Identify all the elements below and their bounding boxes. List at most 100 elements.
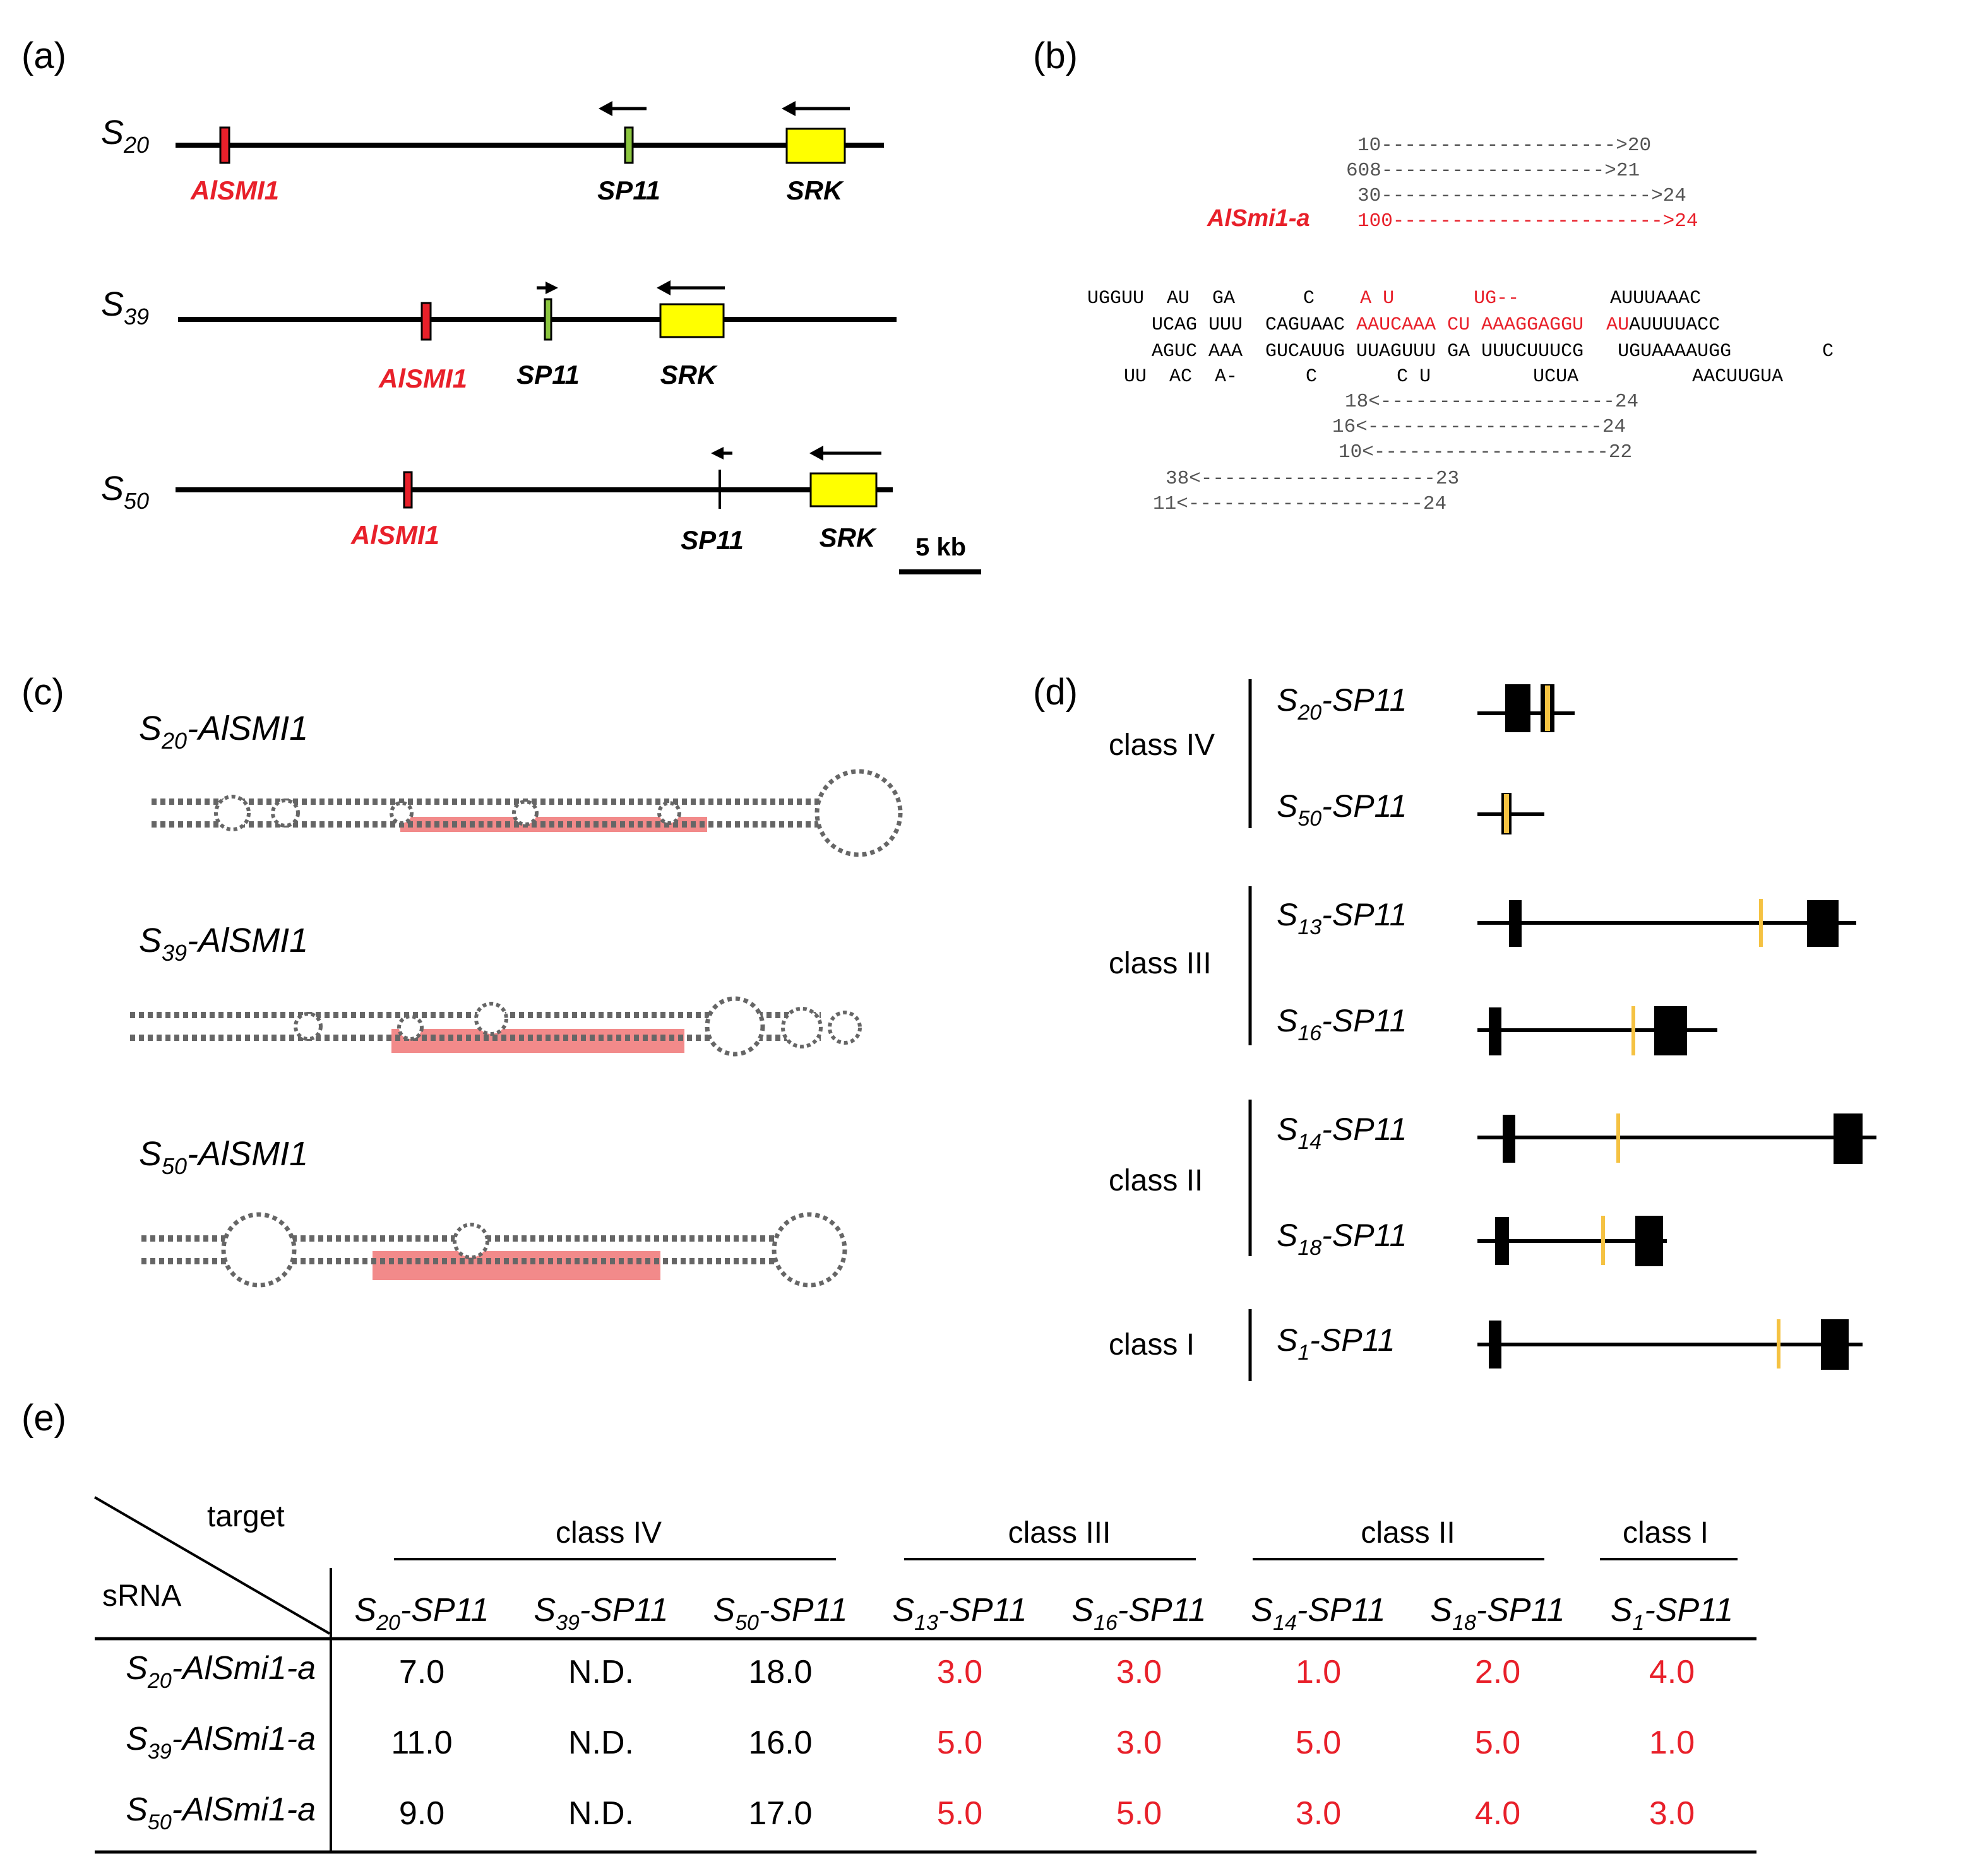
hairpin-structure-s20	[152, 769, 903, 857]
gene-model-s14	[1477, 1113, 1876, 1164]
gene-model-s13	[1477, 899, 1856, 947]
gene-model-s1	[1477, 1319, 1863, 1370]
panel-a: (a) S20 AlSMI1 SP11 SRK S39 AlSMI1 SP11 …	[21, 35, 981, 574]
class-label: class IV	[1109, 728, 1215, 762]
column-header: S20-SP11	[354, 1592, 489, 1635]
class-header: class IV	[556, 1516, 662, 1550]
table-cell: 17.0	[748, 1795, 812, 1832]
table-cell: 11.0	[391, 1725, 452, 1761]
scale-bar: 5 kb	[899, 533, 981, 574]
structure-title: S50-AlSMI1	[139, 1135, 308, 1179]
gene-label: S18-SP11	[1277, 1218, 1407, 1260]
table-cell: 3.0	[1116, 1654, 1162, 1690]
table-cell: 3.0	[1649, 1795, 1695, 1832]
row-header: S39-AlSmi1-a	[126, 1721, 316, 1764]
column-header: S18-SP11	[1430, 1592, 1565, 1635]
hairpin-structure-s50	[141, 1212, 847, 1288]
table-cell: 5.0	[1296, 1725, 1341, 1761]
row-header: S20-AlSmi1-a	[126, 1650, 316, 1693]
scale-bar-label: 5 kb	[915, 533, 966, 561]
table-cell: 5.0	[1475, 1725, 1520, 1761]
table-row: S20-AlSmi1-a 7.0 N.D. 18.0 3.0 3.0 1.0 2…	[126, 1650, 1695, 1693]
column-header: S16-SP11	[1071, 1592, 1206, 1635]
locus-row-s50: S50 AlSMI1 SP11 SRK	[101, 446, 893, 555]
haplotype-label: S39	[101, 285, 149, 329]
locus-row-s39: S39 AlSMI1 SP11 SRK	[101, 280, 897, 393]
sequence-line-4: UU AC A- C C U UCUA AACUUGUA	[1124, 366, 1783, 388]
read-arrow: 16<--------------------24	[1332, 416, 1626, 438]
row-header: S50-AlSmi1-a	[126, 1791, 316, 1834]
sp11-label: SP11	[597, 175, 660, 205]
class-header: class III	[1008, 1516, 1111, 1550]
table-cell: 4.0	[1475, 1795, 1520, 1832]
read-arrow: 10<--------------------22	[1339, 441, 1632, 463]
table-row: S39-AlSmi1-a 11.0 N.D. 16.0 5.0 3.0 5.0 …	[126, 1721, 1695, 1764]
read-arrow: 18<--------------------24	[1345, 391, 1638, 413]
table-cell: 18.0	[748, 1654, 812, 1690]
table-cell: 7.0	[399, 1654, 444, 1690]
gene-label: S13-SP11	[1277, 897, 1407, 939]
gene-model-s50	[1477, 793, 1544, 834]
sp11-arrow-right-icon	[537, 282, 558, 294]
sequence-line-3: AGUC AAA GUCAUUG UUAGUUU GA UUUCUUUCG UG…	[1152, 341, 1834, 362]
table-cell: 1.0	[1296, 1654, 1341, 1690]
column-header: S1-SP11	[1611, 1592, 1733, 1635]
panel-b: (b) 10-------------------->20 608-------…	[1033, 35, 1834, 515]
panel-e: (e) target sRNA class IV class III class…	[21, 1398, 1756, 1854]
srk-locus	[659, 303, 725, 338]
panel-a-label: (a)	[21, 35, 66, 76]
sp11-arrow-left-icon	[711, 447, 732, 460]
read-arrow: 608------------------->21	[1346, 160, 1640, 182]
table-cell: N.D.	[568, 1795, 634, 1832]
gene-label: S20-SP11	[1277, 682, 1407, 725]
column-header: S50-SP11	[713, 1592, 847, 1635]
class-label: class III	[1109, 947, 1212, 980]
table-cell: 2.0	[1475, 1654, 1520, 1690]
aismi1-label: AlSMI1	[378, 364, 467, 393]
aismi1-label: AlSMI1	[190, 175, 279, 205]
column-header: S13-SP11	[892, 1592, 1027, 1635]
table-cell: 5.0	[937, 1795, 982, 1832]
column-header-row: S20-SP11 S39-SP11 S50-SP11 S13-SP11 S16-…	[354, 1592, 1733, 1635]
sp11-label: SP11	[681, 525, 744, 555]
gene-label: S16-SP11	[1277, 1003, 1407, 1045]
table-cell: 5.0	[1116, 1795, 1162, 1832]
table-cell: 4.0	[1649, 1654, 1695, 1690]
table-cell: 3.0	[1116, 1725, 1162, 1761]
aismi1-locus	[403, 471, 413, 509]
gene-label: S50-SP11	[1277, 788, 1407, 831]
table-cell: 1.0	[1649, 1725, 1695, 1761]
read-arrow: 38<--------------------23	[1166, 468, 1459, 490]
read-arrow: 30----------------------->24	[1357, 185, 1686, 207]
table-row: S50-AlSmi1-a 9.0 N.D. 17.0 5.0 5.0 3.0 4…	[126, 1791, 1695, 1834]
column-header: S14-SP11	[1251, 1592, 1385, 1635]
srk-arrow-left-icon	[657, 280, 725, 295]
table-cell: 16.0	[748, 1725, 812, 1761]
aismi1-locus	[219, 126, 230, 164]
srna-name: AlSmi1-a	[1207, 205, 1310, 232]
gene-model-s18	[1477, 1216, 1667, 1266]
corner-srna-label: sRNA	[102, 1579, 181, 1613]
panel-d: (d) class IV S20-SP11 S50-SP11 class III…	[1033, 672, 1876, 1381]
panel-b-label: (b)	[1033, 35, 1078, 76]
gene-model-s16	[1477, 1006, 1717, 1055]
gene-label: S14-SP11	[1277, 1112, 1407, 1154]
read-arrow: 11<--------------------24	[1153, 493, 1446, 515]
haplotype-label: S50	[101, 470, 149, 514]
class-label: class II	[1109, 1164, 1203, 1197]
mature-srna-highlight	[373, 1251, 660, 1280]
srk-label: SRK	[787, 175, 844, 205]
hairpin-structure-s39	[130, 996, 862, 1057]
srk-arrow-left-icon	[782, 101, 850, 116]
class-label: class I	[1109, 1328, 1195, 1362]
column-header: S39-SP11	[534, 1592, 668, 1635]
aismi1-label: AlSMI1	[350, 520, 439, 550]
panel-d-label: (d)	[1033, 672, 1078, 713]
srk-label: SRK	[820, 523, 877, 552]
class-header: class II	[1361, 1516, 1455, 1550]
structure-title: S39-AlSMI1	[139, 922, 308, 966]
table-cell: N.D.	[568, 1725, 634, 1761]
table-cell: N.D.	[568, 1654, 634, 1690]
corner-target-label: target	[207, 1500, 285, 1533]
